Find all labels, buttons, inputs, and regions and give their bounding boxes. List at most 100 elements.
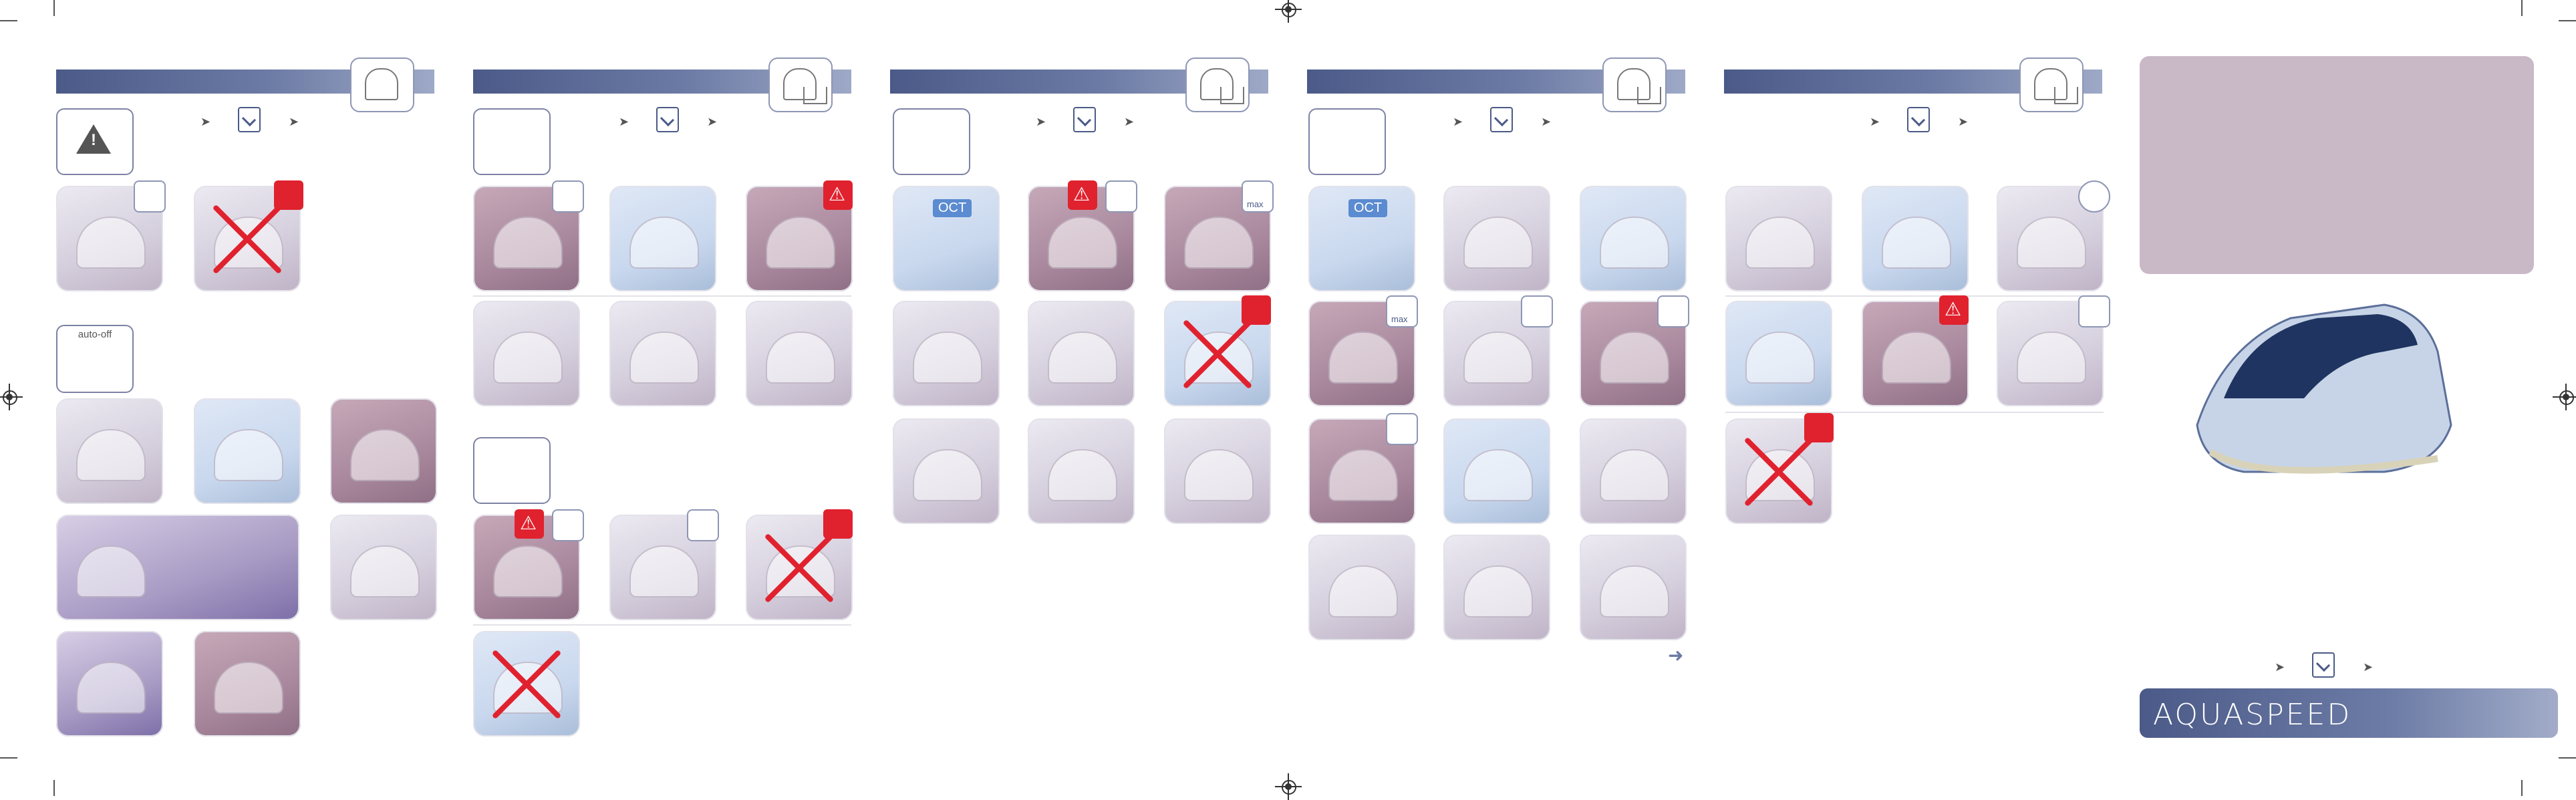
cover-panel	[2140, 56, 2534, 274]
crop-mark	[2559, 757, 2576, 759]
divider	[473, 624, 851, 626]
forbidden-icon	[759, 528, 839, 608]
page-navigation[interactable]: ➤ ➤	[1870, 107, 1983, 132]
registration-mark	[0, 384, 23, 410]
illustration-tile	[1725, 186, 1832, 291]
product-image	[2184, 291, 2464, 492]
max-label: max	[1247, 199, 1264, 209]
crop-mark	[53, 780, 55, 796]
iron-box	[473, 437, 551, 504]
no-steam-badge	[1105, 180, 1137, 213]
status-badge	[134, 180, 166, 213]
illustration-tile	[893, 418, 1000, 524]
danger-badge	[1804, 413, 1834, 442]
product-name: AQUASPEED	[2153, 698, 2352, 732]
arrow-right-icon[interactable]: ➜	[1668, 645, 1684, 666]
crop-mark	[0, 757, 17, 759]
illustration-tile	[1862, 186, 1969, 291]
illustration-tile	[1164, 418, 1271, 524]
valve-box	[893, 108, 970, 175]
page-navigation[interactable]: ➤ ➤	[200, 107, 314, 132]
illustration-tile	[1443, 418, 1550, 524]
crop-mark	[2521, 0, 2523, 16]
iron-box	[473, 108, 551, 175]
download-icon[interactable]	[1073, 107, 1096, 132]
crop-mark	[2521, 780, 2523, 796]
forbidden-icon	[1177, 314, 1258, 394]
illustration-tile	[1308, 535, 1415, 640]
page-navigation[interactable]: ➤ ➤	[619, 107, 732, 132]
illustration-tile	[56, 631, 163, 737]
download-icon[interactable]	[656, 107, 679, 132]
forbidden-icon	[207, 199, 287, 279]
brand-bar: AQUASPEED	[2140, 688, 2558, 738]
illustration-tile	[330, 515, 437, 620]
cursor-icon: ➤	[1541, 115, 1552, 128]
illustration-tile	[473, 631, 580, 737]
cursor-icon: ➤	[2363, 660, 2374, 674]
illustration-tile	[194, 398, 301, 504]
calendar-tile: OCT	[893, 186, 1000, 291]
download-icon[interactable]	[1907, 107, 1930, 132]
steam-iron-icon	[1185, 57, 1250, 112]
cloth-badge	[2078, 295, 2110, 327]
illustration-tile	[1725, 301, 1832, 406]
warning-box	[56, 108, 134, 175]
iron-box	[1308, 108, 1386, 175]
forbidden-icon	[486, 644, 567, 724]
illustration-tile	[1443, 535, 1550, 640]
registration-mark	[1275, 773, 1302, 800]
illustration-tile	[1580, 186, 1687, 291]
cursor-icon: ➤	[619, 115, 629, 128]
temperature-badge	[1521, 295, 1553, 327]
cursor-icon: ➤	[1036, 115, 1046, 128]
cursor-icon: ➤	[2275, 660, 2285, 674]
calendar-tile: OCT	[1308, 186, 1415, 291]
status-badge	[1386, 413, 1418, 445]
warning-triangle-icon	[76, 124, 111, 154]
crop-mark	[53, 0, 55, 16]
illustration-tile	[1028, 301, 1135, 406]
cursor-icon: ➤	[289, 115, 299, 128]
max-label: max	[1391, 314, 1408, 324]
download-icon[interactable]	[238, 107, 261, 132]
cursor-icon: ➤	[1870, 115, 1880, 128]
max-steam-badge: max	[1242, 180, 1274, 213]
download-icon[interactable]	[2312, 652, 2335, 678]
status-badge	[2078, 180, 2110, 213]
danger-badge	[274, 180, 303, 210]
steam-iron-icon	[2019, 57, 2084, 112]
danger-badge	[823, 509, 853, 539]
calendar-month: OCT	[933, 199, 972, 217]
crop-mark	[0, 20, 17, 21]
illustration-tile	[1862, 301, 1969, 406]
download-icon[interactable]	[1490, 107, 1513, 132]
crop-mark	[2559, 20, 2576, 21]
warning-badge	[515, 509, 544, 539]
page-navigation[interactable]: ➤ ➤	[1453, 107, 1566, 132]
page-navigation[interactable]: ➤ ➤	[1036, 107, 1149, 132]
illustration-tile	[194, 631, 301, 737]
illustration-tile	[330, 398, 437, 504]
illustration-tile	[1028, 186, 1135, 291]
cursor-icon: ➤	[1958, 115, 1969, 128]
cursor-icon: ➤	[707, 115, 718, 128]
no-steam-badge	[552, 180, 584, 213]
illustration-tile	[1028, 418, 1135, 524]
divider	[1725, 295, 2104, 297]
illustration-tile	[1443, 186, 1550, 291]
page-navigation[interactable]: ➤ ➤	[2275, 652, 2388, 678]
cursor-icon: ➤	[1453, 115, 1463, 128]
max-steam-badge: max	[1386, 295, 1418, 327]
warning-badge	[823, 180, 853, 210]
illustration-tile	[473, 301, 580, 406]
warning-badge	[1939, 295, 1969, 325]
steam-iron-icon	[1602, 57, 1667, 112]
warning-badge	[1068, 180, 1097, 210]
illustration-tile	[746, 301, 853, 406]
steam-iron-icon	[768, 57, 833, 112]
timer-badge	[1657, 295, 1689, 327]
danger-badge	[1242, 295, 1271, 325]
calendar-month: OCT	[1348, 199, 1388, 217]
registration-mark	[2553, 384, 2576, 410]
